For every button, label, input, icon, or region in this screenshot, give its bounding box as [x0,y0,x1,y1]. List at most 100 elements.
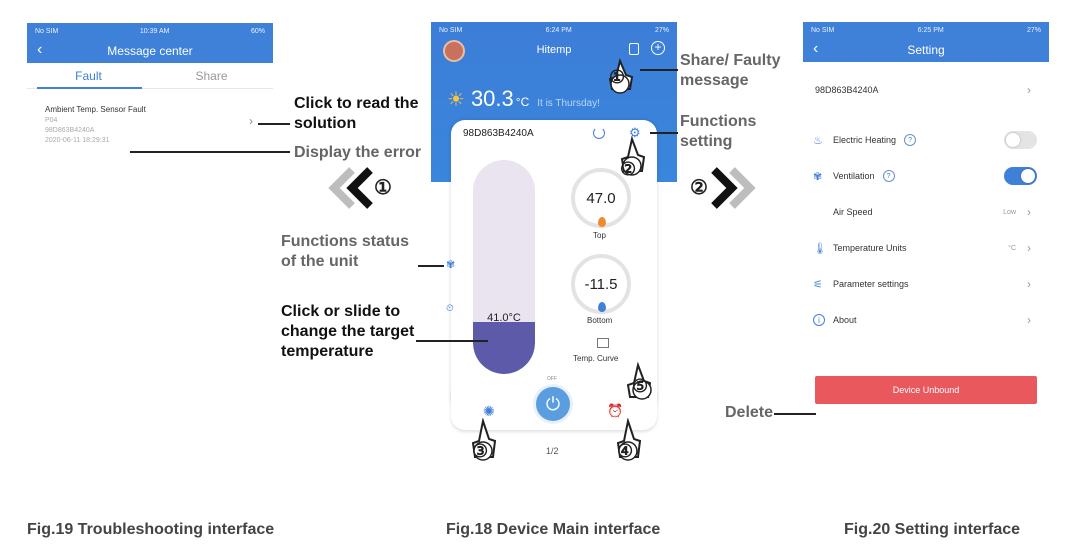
help-icon[interactable]: ? [904,134,917,146]
ventilation-toggle[interactable] [1004,167,1037,185]
air-speed-value: Low [1003,208,1016,216]
fault-title: Ambient Temp. Sensor Fault [45,105,146,114]
about-row[interactable]: i About › [803,308,1049,332]
device-card: 98D863B4240A ⚙ 41.0°C 47.0 Top -11.5 Bot… [451,120,657,410]
fig19-header: No SIM 10:39 AM 60% ‹ Message center [27,23,273,63]
info-icon: i [813,314,825,326]
temperature-slider[interactable]: 41.0°C [473,160,535,374]
page-indicator: 1/2 [546,446,559,456]
toggle-knob [1021,169,1035,183]
annotation-functions-status: Functions status of the unit [281,233,410,270]
leader-line [650,132,678,134]
temperature-units-row[interactable]: 🌡 Temperature Units °C › [803,236,1049,260]
tank-fill [473,322,535,374]
avatar[interactable] [443,40,465,62]
electric-heating-row: ♨ Electric Heating ? [803,128,1049,152]
carrier: No SIM [439,26,463,34]
battery: 60% [250,27,265,35]
power-button[interactable]: ⏻ [533,384,573,424]
chevron-right-icon: › [1027,83,1031,97]
step-2-label: ② [690,177,708,199]
flame-icon [598,217,606,227]
device-id: 98D863B4240A [463,128,534,139]
page-title: Message center [107,44,193,58]
ventilation-label: Ventilation [833,171,875,181]
battery: 27% [1026,26,1041,34]
tab-bar: Fault Share [27,63,273,89]
ventilation-row: ✾ Ventilation ? [803,164,1049,188]
alarm-clock-icon[interactable]: ⏰ [607,403,624,418]
gear-icon[interactable]: ⚙ [629,125,641,140]
temp-curve-label[interactable]: Temp. Curve [573,354,619,363]
fig20-header: No SIM 6:25 PM 27% ‹ Setting [803,22,1049,62]
weather: ☀ 30.3 °C It is Thursday! [447,86,600,112]
about-label: About [833,315,857,325]
tab-share[interactable]: Share [195,69,228,83]
caption-fig19: Fig.19 Troubleshooting interface [27,521,275,538]
back-icon[interactable]: ‹ [813,40,819,57]
fault-code: P04 [45,117,58,124]
add-icon[interactable]: + [651,41,665,55]
message-icon[interactable] [629,43,639,55]
hand-number-1: ① [609,67,626,87]
nav-bar: Hitemp + [431,38,677,62]
nav-bar: ‹ Setting [803,38,1049,62]
clock: 10:39 AM [139,27,170,35]
nav-bar: ‹ Message center [27,39,273,63]
parameter-settings-row[interactable]: ⚟ Parameter settings › [803,272,1049,296]
top-label: Top [593,231,606,240]
annotation-delete: Delete [725,404,774,421]
hand-pointer-icon [608,58,634,94]
tab-fault[interactable]: Fault [75,69,102,83]
leader-line [640,69,678,71]
hand-number-2: ② [620,159,637,179]
help-icon[interactable]: ? [882,170,895,182]
temperature-units-value: °C [1008,244,1016,252]
status-bar: No SIM 6:25 PM 27% [803,22,1049,38]
annotation-functions-setting: Functions setting [680,113,757,150]
fan-icon: ✾ [446,259,456,271]
fault-item[interactable]: Ambient Temp. Sensor Fault P04 98D863B42… [27,89,273,146]
electric-heating-toggle[interactable] [1004,131,1037,149]
top-temp-value: 47.0 [586,189,616,207]
air-speed-row[interactable]: Air Speed Low › [803,200,1049,224]
status-bar: No SIM 10:39 AM 60% [27,23,273,39]
leader-line [416,340,488,342]
fig19-screen: No SIM 10:39 AM 60% ‹ Message center Fau… [27,23,273,163]
tank-temp-label: 41.0°C [487,312,521,324]
device-id-row[interactable]: 98D863B4240A › [803,78,1049,102]
sun-mode-icon[interactable]: ✺ [483,403,495,419]
weather-temp: 30.3 [470,86,514,111]
clock: 6:24 PM [545,26,572,34]
carrier: No SIM [811,26,835,34]
page-title: Hitemp [536,44,572,56]
bottom-label: Bottom [587,316,613,325]
chevron-right-icon: › [1027,205,1031,219]
refresh-icon[interactable] [593,127,605,139]
thermometer-icon: 🌡 [813,242,827,255]
chevron-right-icon: › [1027,277,1031,291]
hand-pointer-icon [471,418,497,461]
chevron-right-icon[interactable]: › [249,114,253,128]
device-id: 98D863B4240A [815,85,879,95]
air-speed-label: Air Speed [833,207,873,217]
water-drop-icon [598,302,606,312]
device-unbound-button[interactable]: Device Unbound [815,376,1037,404]
page-title: Setting [907,43,945,57]
chevron-right-icon: › [1027,241,1031,255]
electric-heating-label: Electric Heating [833,135,897,145]
hand-pointer-icon [620,136,646,176]
hand-number-5: ⑤ [632,376,649,396]
fan-icon: ✾ [813,170,823,183]
status-bar: No SIM 6:24 PM 27% [431,22,677,38]
bottom-temp-value: -11.5 [584,275,618,293]
back-icon[interactable]: ‹ [37,41,43,58]
temperature-units-label: Temperature Units [833,243,907,253]
step-1-label: ① [374,177,392,199]
leader-line [130,151,290,153]
chart-icon[interactable] [597,338,609,348]
clock: 6:25 PM [917,26,944,34]
chevron-right-icon: › [1027,313,1031,327]
leader-line [258,123,290,125]
power-label: OFF [547,376,557,382]
